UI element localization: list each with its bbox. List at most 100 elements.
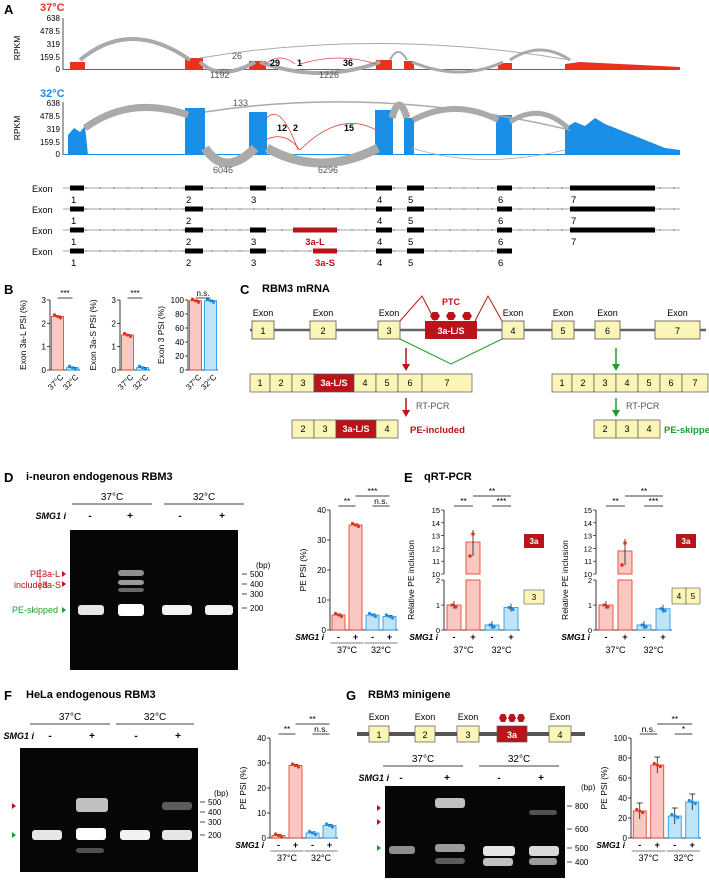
intron-arrow bbox=[463, 187, 465, 189]
exon-number: 3 bbox=[624, 424, 629, 434]
temp-37-label: 37°C bbox=[453, 645, 474, 655]
data-point bbox=[655, 763, 659, 767]
intron-arrow bbox=[463, 250, 465, 252]
exon-number: 5 bbox=[560, 326, 565, 336]
gel-band bbox=[76, 798, 108, 812]
exon-number: 2 bbox=[422, 730, 427, 740]
data-point bbox=[356, 524, 361, 529]
gel-band bbox=[32, 830, 62, 840]
temp-37-label: 37°C bbox=[59, 712, 81, 723]
exon-number: 2 bbox=[186, 216, 191, 227]
data-point bbox=[690, 800, 694, 804]
probe-label: 3a bbox=[682, 537, 691, 546]
y-tick-label: 2 bbox=[112, 319, 117, 328]
pe-junctions-37 bbox=[264, 57, 377, 65]
data-point bbox=[307, 829, 312, 834]
exon-block bbox=[497, 227, 512, 233]
data-point bbox=[293, 763, 298, 768]
intron-arrow bbox=[183, 187, 185, 189]
exon-number: 4 bbox=[510, 326, 515, 336]
exon-block bbox=[185, 185, 203, 191]
y-tick-label: 2 bbox=[588, 576, 592, 585]
smg1i-label: SMG1 i bbox=[35, 511, 66, 521]
treatment-sign: + bbox=[690, 840, 695, 850]
exon-block bbox=[70, 185, 84, 191]
pe-box bbox=[425, 321, 477, 339]
junction-count: 36 bbox=[343, 58, 353, 68]
exon-number: 5 bbox=[408, 216, 413, 227]
intron-arrow bbox=[225, 208, 227, 210]
y-tick-label: 30 bbox=[317, 536, 326, 545]
intron-arrow bbox=[127, 250, 129, 252]
temp-37-label: 37°C bbox=[638, 853, 659, 863]
exon-word: Exon bbox=[458, 712, 479, 722]
exon-block bbox=[497, 206, 512, 212]
y-tick-label: 40 bbox=[175, 338, 184, 347]
data-point bbox=[454, 605, 458, 609]
exon-box bbox=[654, 320, 701, 340]
stop-codon-icon bbox=[462, 312, 472, 320]
gel-image bbox=[20, 748, 198, 872]
intron-arrow bbox=[477, 250, 479, 252]
exon-block bbox=[185, 248, 203, 254]
intron-arrow bbox=[519, 208, 521, 210]
stop-codon-icon bbox=[517, 714, 525, 722]
treatment-sign: - bbox=[643, 632, 646, 642]
exon-number: 5 bbox=[408, 195, 413, 206]
treatment-sign: - bbox=[605, 632, 608, 642]
temp-32-label: 32°C bbox=[643, 645, 664, 655]
temp-37-label: 37°C bbox=[412, 754, 434, 765]
bar bbox=[331, 614, 346, 631]
intron-arrow bbox=[127, 229, 129, 231]
panel-c-diagram: 1Exon2Exon3Exon4Exon5Exon6Exon7Exon3a-L/… bbox=[249, 294, 709, 439]
intron-arrow bbox=[239, 250, 241, 252]
intron-arrow bbox=[239, 187, 241, 189]
panel-g-letter: G bbox=[346, 688, 357, 703]
data-point bbox=[367, 611, 372, 616]
data-point bbox=[471, 532, 475, 536]
gel-band bbox=[529, 810, 557, 815]
exon-number: 3 bbox=[322, 424, 327, 434]
intron-arrow bbox=[393, 208, 395, 210]
junction-count: 6296 bbox=[318, 165, 338, 175]
intron-arrow bbox=[533, 187, 535, 189]
data-point bbox=[673, 814, 677, 818]
marker-label: 400 bbox=[250, 580, 264, 589]
intron-arrow bbox=[85, 187, 87, 189]
intron-arrow bbox=[659, 187, 661, 189]
exon-number: 4 bbox=[377, 195, 382, 206]
data-point bbox=[137, 364, 142, 368]
data-point bbox=[67, 364, 72, 368]
treatment-sign: - bbox=[88, 511, 91, 522]
intron-arrow bbox=[113, 250, 115, 252]
bar bbox=[288, 765, 303, 839]
intron-arrow bbox=[211, 250, 213, 252]
exon-number: 1 bbox=[376, 730, 381, 740]
intron-arrow bbox=[309, 250, 311, 252]
intron-arrow bbox=[113, 187, 115, 189]
exon-block bbox=[250, 227, 266, 233]
data-point bbox=[310, 831, 315, 835]
gel-band bbox=[118, 588, 144, 592]
intron-arrow bbox=[169, 208, 171, 210]
intron-arrow bbox=[295, 187, 297, 189]
treatment-sign: + bbox=[444, 773, 450, 784]
exon-number: 3 bbox=[602, 378, 607, 388]
treatment-sign: + bbox=[293, 840, 298, 850]
intron-arrow bbox=[127, 187, 129, 189]
data-point bbox=[640, 623, 644, 627]
data-point bbox=[125, 333, 130, 337]
gel-band bbox=[529, 846, 559, 856]
pe-inclusion-splice bbox=[399, 295, 436, 322]
bar bbox=[365, 614, 380, 631]
band-marker bbox=[12, 803, 16, 809]
intron-arrow bbox=[337, 229, 339, 231]
exon-number: 7 bbox=[675, 326, 680, 336]
y-tick-label: 10 bbox=[317, 596, 326, 605]
smg1i-label: SMG1 i bbox=[295, 632, 324, 642]
intron-arrow bbox=[561, 208, 563, 210]
isoform-exon-label: Exon bbox=[32, 226, 53, 236]
intron-arrow bbox=[351, 229, 353, 231]
intron-arrow bbox=[393, 250, 395, 252]
